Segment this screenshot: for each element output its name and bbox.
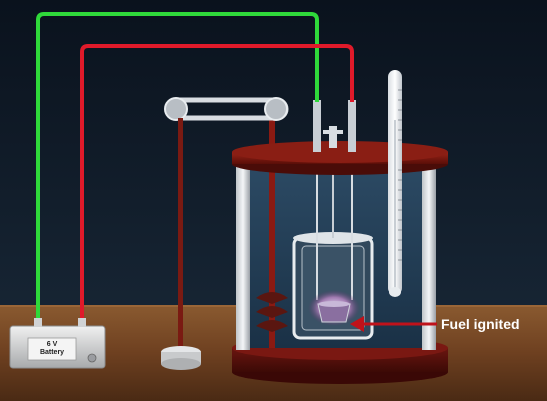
crucible-rim — [318, 301, 350, 307]
stirrer-blade-top — [256, 292, 288, 304]
battery-name-text: Battery — [39, 349, 65, 356]
battery-label: 6 V Battery — [27, 341, 77, 357]
motor-shaft — [178, 118, 183, 350]
left-pulley — [164, 97, 188, 121]
battery-label-plate — [27, 337, 77, 361]
positive-wire — [80, 44, 354, 322]
battery-terminal-positive — [78, 318, 86, 327]
stirrer-icon — [269, 118, 275, 348]
gas-valve-handle — [323, 130, 343, 134]
negative-wire — [36, 12, 319, 320]
right-pulley — [264, 97, 288, 121]
terminal-right — [348, 100, 356, 152]
stirrer-blade-mid — [256, 306, 288, 318]
stirrer-blade-bottom — [256, 320, 288, 332]
thermometer-bulb — [389, 287, 401, 297]
motor-stand-bottom — [161, 358, 201, 370]
right-post — [422, 160, 436, 350]
callout-arrow-head — [350, 316, 364, 332]
terminal-left — [313, 100, 321, 152]
left-post — [236, 160, 250, 350]
battery-terminal-negative — [34, 318, 42, 327]
gas-valve — [329, 126, 337, 148]
thermometer-scale — [398, 89, 402, 261]
battery-voltage-text: 6 V — [46, 341, 58, 348]
fuel-ignited-label: Fuel ignited — [441, 316, 520, 332]
battery-knob — [87, 353, 97, 363]
lid-top — [232, 141, 448, 163]
